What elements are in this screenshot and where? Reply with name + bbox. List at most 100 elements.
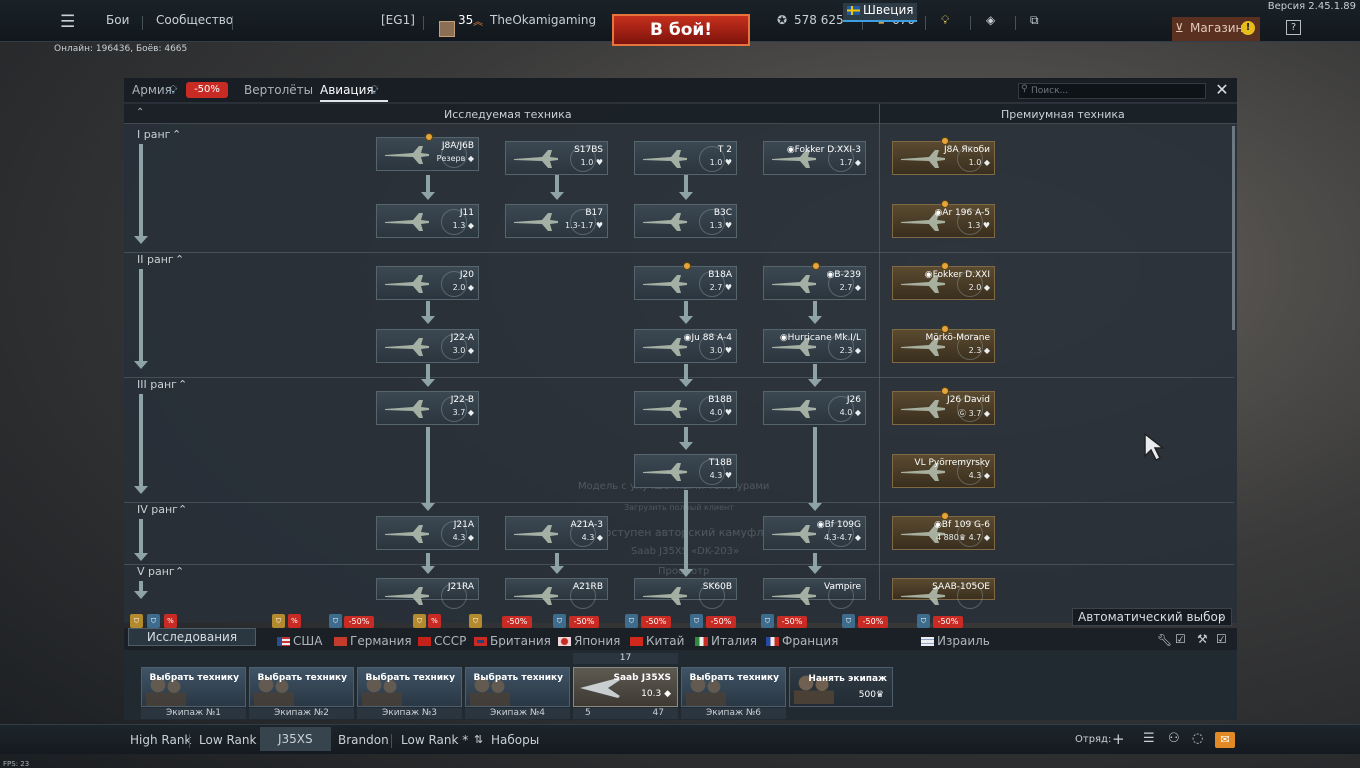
chevron-up-icon[interactable]: ⌃ bbox=[172, 128, 182, 141]
chevron-up-icon[interactable]: ⌃ bbox=[175, 565, 185, 578]
community-menu[interactable]: Сообщество bbox=[156, 13, 234, 27]
tab-army[interactable]: Армия bbox=[132, 83, 172, 97]
aircraft-icon bbox=[643, 275, 687, 293]
battles-menu[interactable]: Бои bbox=[106, 13, 130, 27]
crew-slot[interactable]: Выбрать технику bbox=[357, 667, 462, 707]
nation-china[interactable]: Китай bbox=[630, 634, 684, 648]
ghost-hint: Просмотр bbox=[658, 566, 710, 577]
auto-select-dropdown[interactable]: Автоматический выбор ⌄ bbox=[1072, 608, 1232, 626]
nation-japan[interactable]: Япония bbox=[558, 634, 620, 648]
preset-sets-button[interactable]: Наборы bbox=[491, 733, 540, 747]
squadron-tag[interactable]: [EG1] bbox=[381, 13, 415, 27]
preset-tab[interactable]: High Rank bbox=[130, 733, 192, 747]
hamburger-menu-icon[interactable]: ☰ bbox=[60, 12, 76, 32]
tree-scrollbar[interactable] bbox=[1232, 126, 1235, 330]
nation-france[interactable]: Франция bbox=[766, 634, 838, 648]
preset-tab-selected[interactable]: J35XS bbox=[260, 727, 331, 751]
wrench-icon[interactable]: 🔧︎ bbox=[1157, 633, 1173, 647]
list-icon[interactable]: ☰ bbox=[1143, 731, 1155, 746]
tree-arrow bbox=[421, 553, 435, 574]
collapse-icon[interactable]: ⌃ bbox=[136, 107, 145, 118]
mail-icon[interactable]: ✉ bbox=[1215, 732, 1235, 748]
battle-rating: 1.7 ◆ bbox=[839, 158, 861, 167]
chat-icon[interactable]: ◌ bbox=[1192, 731, 1204, 746]
tab-helicopters[interactable]: Вертолёты bbox=[244, 83, 314, 97]
decals-icon[interactable]: ◈ bbox=[986, 13, 996, 27]
player-avatar[interactable] bbox=[439, 21, 455, 37]
crew-slot[interactable]: Выбрать технику bbox=[465, 667, 570, 707]
nation-sweden[interactable]: Швеция bbox=[843, 3, 918, 22]
nation-israel[interactable]: Израиль bbox=[921, 634, 990, 648]
nation-italy[interactable]: Италия bbox=[695, 634, 757, 648]
nation-britain[interactable]: Британия bbox=[474, 634, 551, 648]
nation-ussr[interactable]: СССР bbox=[418, 634, 466, 648]
research-button[interactable]: Исследования bbox=[128, 628, 256, 646]
premium-vehicle-card[interactable]: SAAB-105OE bbox=[892, 578, 995, 609]
contacts-icon[interactable]: ⚇ bbox=[1168, 731, 1180, 746]
help-icon[interactable]: ? bbox=[1286, 20, 1301, 35]
nation-label: Китай bbox=[646, 634, 685, 648]
checkbox-icon[interactable]: ☑ bbox=[1216, 632, 1227, 646]
silver-lions-amount[interactable]: 578 625 bbox=[794, 13, 844, 27]
nation-germany[interactable]: Германия bbox=[334, 634, 412, 648]
checkbox-icon[interactable]: ☑ bbox=[1175, 632, 1186, 646]
preset-tab[interactable]: Low Rank bbox=[199, 733, 257, 747]
crew-slot[interactable]: Выбрать технику bbox=[249, 667, 354, 707]
to-battle-button[interactable]: В бой! bbox=[612, 14, 750, 46]
shop-button[interactable]: ⊻ Магазин ! bbox=[1172, 17, 1260, 41]
tab-aviation[interactable]: Авиация bbox=[320, 83, 388, 102]
sort-icon[interactable]: ⇅ bbox=[474, 733, 484, 746]
nation-usa[interactable]: США bbox=[277, 634, 322, 648]
preset-tab[interactable]: Low Rank * bbox=[401, 733, 469, 747]
vehicle-card[interactable]: Vampire bbox=[763, 578, 866, 609]
player-nickname[interactable]: TheOkamigaming bbox=[490, 13, 597, 27]
hire-crew-slot[interactable]: Нанять экипаж 500♛ bbox=[789, 667, 893, 707]
vehicle-card[interactable]: SK60B bbox=[634, 578, 737, 609]
close-icon[interactable]: ✕ bbox=[1215, 80, 1229, 99]
crew-slot[interactable]: Выбрать технику bbox=[681, 667, 786, 707]
vehicle-card[interactable]: J21RA bbox=[376, 578, 479, 609]
coupon-icon[interactable]: ⧉ bbox=[1030, 13, 1039, 27]
chevron-up-icon[interactable]: ⌃ bbox=[178, 503, 188, 516]
battle-rating: 1.3-1.7 ♥ bbox=[564, 221, 603, 230]
search-input[interactable]: Поиск... bbox=[1018, 83, 1206, 99]
chevron-up-icon[interactable]: ⌃ bbox=[175, 253, 185, 266]
crew-slot[interactable]: Выбрать технику bbox=[141, 667, 246, 707]
rank-badge-icon: ⛉ bbox=[329, 614, 342, 628]
preset-tab[interactable]: Brandon bbox=[338, 733, 389, 747]
chevron-up-icon[interactable]: ⌃ bbox=[178, 378, 188, 391]
lightbulb-icon[interactable]: 💡︎ bbox=[941, 13, 950, 27]
add-squad-icon[interactable]: + bbox=[1112, 730, 1125, 748]
vehicle-name: J11 bbox=[459, 208, 474, 218]
vehicle-card[interactable]: A21RB bbox=[505, 578, 608, 609]
tools-icon[interactable]: ⚒ bbox=[1197, 632, 1208, 646]
